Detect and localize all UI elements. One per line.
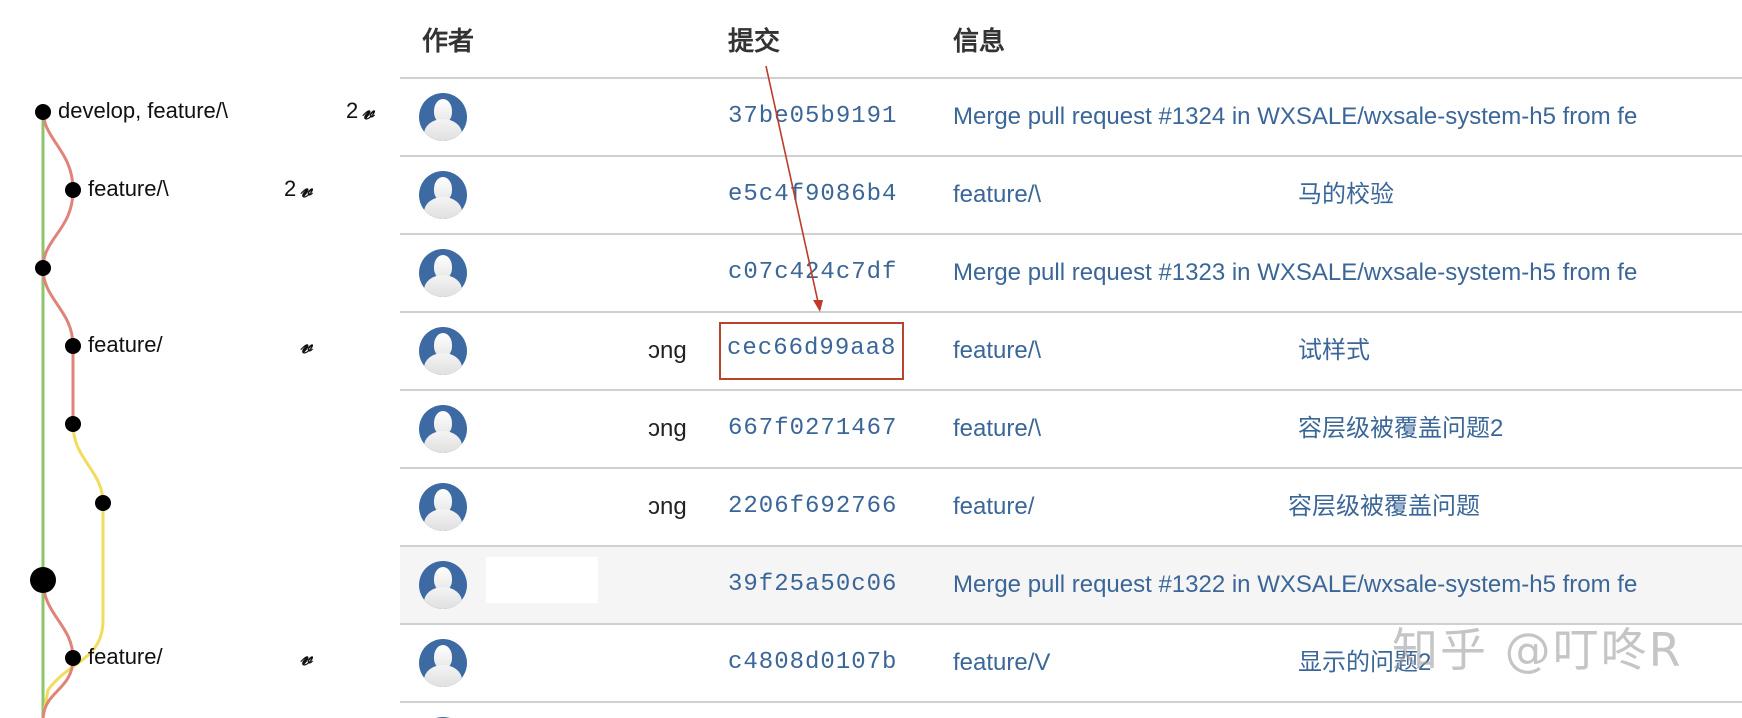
- author-name: ɔng: [648, 493, 687, 520]
- ref-label-suffix: 2: [284, 176, 297, 201]
- avatar: [419, 483, 467, 531]
- ref-label-suffix: 2: [346, 98, 359, 123]
- avatar: [419, 561, 467, 609]
- commit-hash-link[interactable]: 2206f692766: [728, 493, 898, 520]
- table-row[interactable]: ɔng cec66d99aa8 feature/\ 试样式: [400, 311, 1742, 389]
- commit-message-link[interactable]: Merge pull request #1323 in WXSALE/wxsal…: [953, 259, 1638, 286]
- column-header-commit: 提交: [728, 26, 781, 56]
- commit-hash-link[interactable]: 667f0271467: [728, 415, 898, 442]
- commit-hash-link-highlighted[interactable]: cec66d99aa8: [718, 322, 905, 380]
- commit-message-link[interactable]: feature/\: [953, 415, 1042, 442]
- tag-icon: 𝓋: [300, 330, 312, 359]
- ref-label-feature[interactable]: feature/: [88, 332, 163, 357]
- table-row[interactable]: [400, 701, 1742, 718]
- column-header-message: 信息: [953, 26, 1006, 56]
- commit-message-link[interactable]: feature/\: [953, 181, 1042, 208]
- avatar: [419, 405, 467, 453]
- table-row[interactable]: ɔng 2206f692766 feature/ 容层级被覆盖问题: [400, 467, 1742, 545]
- avatar: [419, 93, 467, 141]
- tag-icon: 𝓋: [300, 642, 312, 671]
- table-row[interactable]: e5c4f9086b4 feature/\ 马的校验: [400, 155, 1742, 233]
- ref-label-feature[interactable]: feature/\: [88, 176, 169, 201]
- commit-hash-link[interactable]: 39f25a50c06: [728, 571, 898, 598]
- commit-hash-link[interactable]: e5c4f9086b4: [728, 181, 898, 208]
- avatar: [419, 171, 467, 219]
- commit-hash-link[interactable]: c4808d0107b: [728, 649, 898, 676]
- table-row-highlighted[interactable]: 39f25a50c06 Merge pull request #1322 in …: [400, 545, 1742, 623]
- author-name: ɔng: [648, 337, 687, 364]
- avatar: [419, 327, 467, 375]
- commit-hash-link[interactable]: 37be05b9191: [728, 103, 898, 130]
- ref-label-feature[interactable]: feature/: [88, 644, 163, 669]
- commit-message-link[interactable]: Merge pull request #1322 in WXSALE/wxsal…: [953, 571, 1638, 598]
- commit-message-link[interactable]: feature/\: [953, 337, 1042, 364]
- commit-message-tail[interactable]: 马的校验: [1298, 181, 1394, 208]
- column-header-author: 作者: [422, 26, 475, 56]
- table-row[interactable]: c4808d0107b feature/V 显示的问题2: [400, 623, 1742, 701]
- commit-message-tail[interactable]: 显示的问题2: [1298, 649, 1432, 676]
- ref-label-develop[interactable]: develop, feature/\: [58, 98, 229, 123]
- commit-graph-lines: [30, 104, 111, 718]
- table-row[interactable]: ɔng 667f0271467 feature/\ 容层级被覆盖问题2: [400, 389, 1742, 467]
- tag-icon: 𝓋: [362, 96, 374, 125]
- commit-graph: develop, feature/\ 2 𝓋 feature/\ 2 𝓋 fea…: [0, 0, 400, 718]
- commit-table: 作者 提交 信息 37be05b9191 Merge pull request …: [400, 0, 1742, 718]
- tag-icon: 𝓋: [300, 174, 312, 203]
- commit-message-tail[interactable]: 容层级被覆盖问题2: [1298, 415, 1504, 442]
- table-header: 作者 提交 信息: [400, 0, 1742, 78]
- avatar: [419, 249, 467, 297]
- avatar: [419, 639, 467, 687]
- commit-hash-link[interactable]: c07c424c7df: [728, 259, 898, 286]
- commit-message-link[interactable]: feature/: [953, 493, 1035, 520]
- commit-message-tail[interactable]: 试样式: [1298, 337, 1370, 364]
- watermark: 知乎 @叮咚R: [1392, 623, 1683, 677]
- redacted-author: [486, 557, 598, 603]
- commit-message-link[interactable]: Merge pull request #1324 in WXSALE/wxsal…: [953, 103, 1638, 130]
- commit-message-link[interactable]: feature/V: [953, 649, 1051, 676]
- table-row[interactable]: 37be05b9191 Merge pull request #1324 in …: [400, 77, 1742, 155]
- table-row[interactable]: c07c424c7df Merge pull request #1323 in …: [400, 233, 1742, 311]
- commit-message-tail[interactable]: 容层级被覆盖问题: [1288, 493, 1480, 520]
- author-name: ɔng: [648, 415, 687, 442]
